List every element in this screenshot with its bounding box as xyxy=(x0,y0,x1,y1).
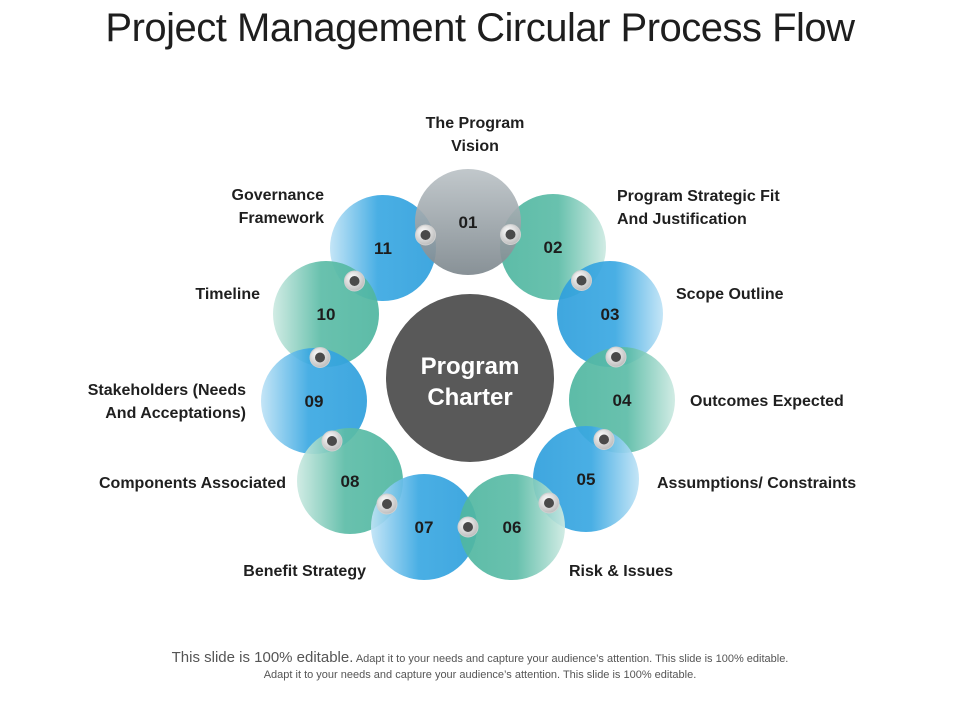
footer-lead: This slide is 100% editable. xyxy=(171,649,354,666)
center-label-line2: Charter xyxy=(427,384,512,411)
connector-dot-center xyxy=(544,498,554,508)
label-step-01: The Program Vision xyxy=(425,115,525,155)
center-circle xyxy=(386,294,554,462)
step-number-08: 08 xyxy=(341,472,360,491)
step-number-02: 02 xyxy=(544,238,563,257)
connector-dot-center xyxy=(463,522,473,532)
footer-text-2: Adapt it to your needs and capture your … xyxy=(263,669,697,681)
connector-dot-center xyxy=(349,276,360,286)
step-number-04: 04 xyxy=(613,391,632,410)
label-step-04: Outcomes Expected xyxy=(690,393,844,410)
step-circle-07 xyxy=(371,474,477,580)
label-step-05: Assumptions/ Constraints xyxy=(657,475,857,492)
label-step-03: Scope Outline xyxy=(676,286,784,303)
step-number-05: 05 xyxy=(577,470,596,489)
footer-note: This slide is 100% editable. Adapt it to… xyxy=(0,650,960,683)
step-number-01: 01 xyxy=(459,213,478,232)
connector-dot-center xyxy=(382,499,392,509)
connector-dot-center xyxy=(327,436,337,446)
connector-dot-center xyxy=(599,434,609,445)
connector-dot-center xyxy=(611,352,621,362)
step-number-07: 07 xyxy=(415,518,434,537)
connector-dot-center xyxy=(315,352,325,363)
slide-title: Project Management Circular Process Flow xyxy=(105,6,855,50)
label-step-06: Risk & Issues xyxy=(569,563,674,580)
step-number-10: 10 xyxy=(317,305,336,324)
connector-dot-center xyxy=(505,229,516,240)
center-label-line1: Program xyxy=(421,353,520,380)
step-number-06: 06 xyxy=(503,518,522,537)
step-circle-01 xyxy=(415,169,521,275)
label-step-08: Components Associated xyxy=(99,475,286,492)
step-number-03: 03 xyxy=(601,305,620,324)
step-number-09: 09 xyxy=(305,392,324,411)
step-circle-06 xyxy=(459,474,565,580)
label-step-02: Program Strategic Fit And Justification xyxy=(617,188,780,228)
footer-text-1: Adapt it to your needs and capture your … xyxy=(355,653,789,665)
step-circle-09 xyxy=(261,348,367,454)
label-step-11: Governance Framework xyxy=(231,187,324,227)
connector-dot-center xyxy=(576,275,587,286)
label-step-10: Timeline xyxy=(195,286,260,303)
connector-dot-center xyxy=(420,230,431,240)
label-step-07: Benefit Strategy xyxy=(243,563,366,580)
step-number-11: 11 xyxy=(374,239,392,258)
label-step-09: Stakeholders (Needs And Acceptations) xyxy=(87,382,246,422)
step-circle-04 xyxy=(569,347,675,453)
